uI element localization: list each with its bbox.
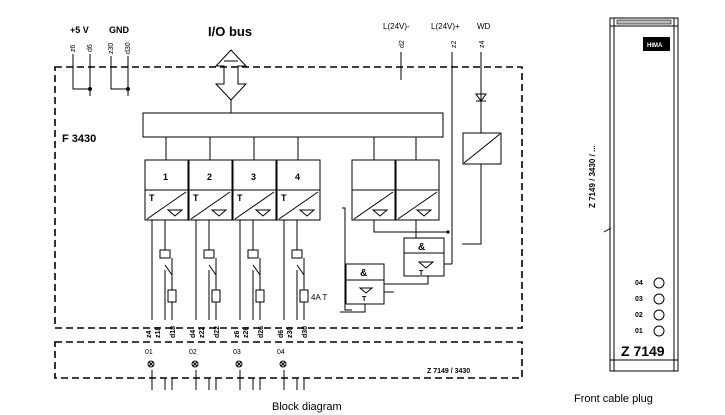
front-cable-plug: HIMA Z 7149 / 3430 / ... 04 03 02 01 Z 7… [588,17,679,372]
internal-bus-bar [142,112,444,138]
channel-1-t: T [149,193,155,203]
plug-name: Z 7149 [621,343,665,359]
pin-z2-top: z2 [451,41,458,49]
caption-block-diagram: Block diagram [272,401,342,413]
plug-brand: HIMA [647,43,663,49]
caption-front-plug: Front cable plug [574,393,653,405]
led-03-icon [653,293,665,305]
cable-outputs: 01 02 03 04 [145,349,305,390]
svg-text:z26: z26 [243,327,250,338]
svg-text:T: T [419,270,424,277]
pin-z6-top: z6 [70,45,77,53]
cable-name: Z 7149 / 3430 [427,368,470,375]
hima-logo [643,37,670,51]
and-gate-upper: & T [403,237,452,277]
svg-text:d18: d18 [170,326,177,338]
pin-z4-top: z4 [479,41,486,49]
channel-wiring: 4A T [151,220,327,320]
channel-3-label: 3 [251,172,256,182]
plug-vertical-label: Z 7149 / 3430 / ... [588,145,597,208]
led-02-label: 02 [635,312,643,319]
svg-text:z22: z22 [199,327,206,338]
led-04-label: 04 [635,280,643,287]
channel-blocks: 1 2 3 4 T T T T [144,159,321,221]
pin-z30-top: z30 [108,43,115,54]
led-01-icon [653,325,665,337]
svg-text:d6: d6 [278,330,285,338]
supply-wiring [72,52,487,264]
l24-minus-label: L(24V)- [383,22,410,31]
svg-text:d22: d22 [214,326,221,338]
led-04-icon [653,277,665,289]
svg-text:&: & [360,268,367,279]
svg-text:z6: z6 [234,331,241,339]
l24-plus-label: L(24V)+ [431,22,460,31]
svg-text:d4: d4 [190,330,197,338]
module-f3430-border [54,66,523,329]
supply-plus5-label: +5 V [70,25,89,35]
svg-text:T: T [362,296,367,303]
svg-text:d30: d30 [302,326,309,338]
svg-text:z4: z4 [146,331,153,339]
led-02-icon [653,309,665,321]
svg-text:d26: d26 [258,326,265,338]
svg-text:04: 04 [277,349,285,356]
control-blocks [342,159,450,311]
svg-text:02: 02 [189,349,197,356]
channel-1-label: 1 [163,172,168,182]
channel-3-t: T [237,193,243,203]
pin-d6-top: d6 [87,44,94,52]
io-bus-label: I/O bus [208,24,252,39]
fuse-rating: 4A T [311,293,327,302]
svg-text:z18: z18 [155,327,162,338]
channel-4-label: 4 [295,172,300,182]
wd-label: WD [477,22,491,31]
svg-text:03: 03 [233,349,241,356]
bottom-pins: z4 z18 d18 d4 z22 d22 z6 z26 d26 d6 z30 … [146,326,309,338]
and-gate-lower: & T [340,263,429,313]
svg-text:01: 01 [145,349,153,356]
svg-text:&: & [418,242,425,253]
pin-d2-top: d2 [399,40,406,48]
svg-text:z30: z30 [287,327,294,338]
io-bus-arrow [214,49,248,113]
channel-4-t: T [281,193,287,203]
pin-d30-top: d30 [125,42,132,54]
led-03-label: 03 [635,296,643,303]
led-01-label: 01 [635,328,643,335]
channel-2-label: 2 [207,172,212,182]
channel-2-t: T [193,193,199,203]
module-name: F 3430 [62,133,96,145]
cable-z7149-border [54,341,523,379]
supply-gnd-label: GND [109,25,130,35]
